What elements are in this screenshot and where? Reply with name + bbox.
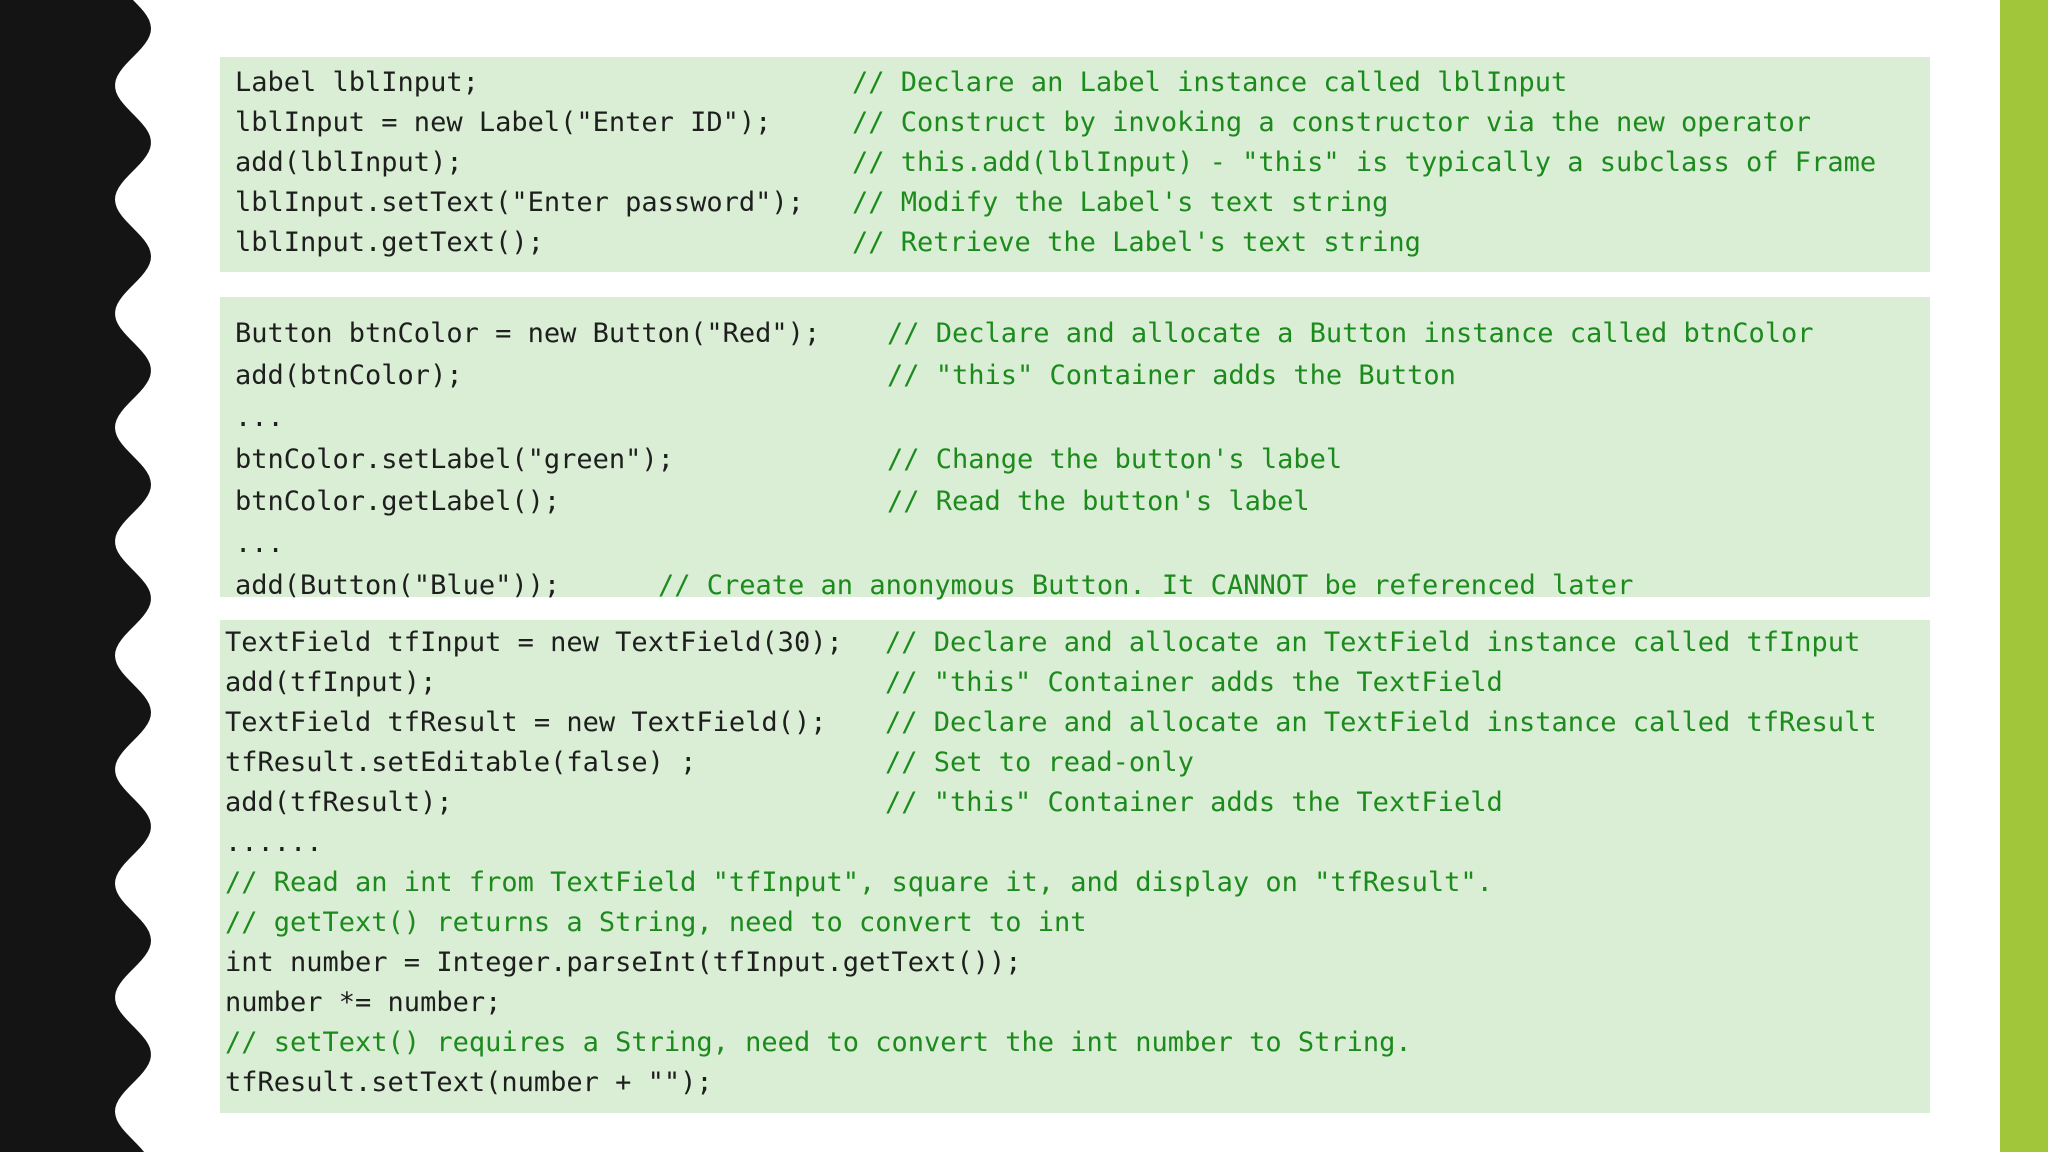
code-text: add(tfResult); [225,787,453,818]
code-text: tfResult.setText(number + ""); [225,1067,713,1098]
decorative-wavy-band [0,0,151,1152]
code-line: ... [235,524,300,564]
code-comment: // Declare and allocate a Button instanc… [887,318,1814,349]
code-block-label: Label lblInput; // Declare an Label inst… [220,57,1930,272]
code-line: add(lblInput); // this.add(lblInput) - "… [235,143,1876,183]
code-line: // setText() requires a String, need to … [225,1023,1412,1063]
code-line: Label lblInput; // Declare an Label inst… [235,63,1567,103]
code-line: add(tfResult); // "this" Container adds … [225,783,1503,823]
code-line: tfResult.setText(number + ""); [225,1063,713,1103]
code-text: add(btnColor); [235,360,463,391]
decorative-accent-bar [2000,0,2048,1152]
code-text: lblInput.getText(); [235,227,544,258]
code-text: Button btnColor = new Button("Red"); [235,318,821,349]
code-comment: // Declare and allocate an TextField ins… [885,627,1861,658]
code-text: lblInput.setText("Enter password"); [235,187,804,218]
code-text: ... [235,528,284,559]
code-line: int number = Integer.parseInt(tfInput.ge… [225,943,1022,983]
code-text: number *= number; [225,987,502,1018]
code-comment: // getText() returns a String, need to c… [225,907,1087,938]
code-comment: // Read an int from TextField "tfInput",… [225,867,1493,898]
code-comment: // this.add(lblInput) - "this" is typica… [852,147,1877,178]
code-text: add(tfInput); [225,667,437,698]
code-text: int number = Integer.parseInt(tfInput.ge… [225,947,1022,978]
code-text: tfResult.setEditable(false) ; [225,747,697,778]
code-block-textfield: TextField tfInput = new TextField(30); /… [220,620,1930,1113]
code-text: lblInput = new Label("Enter ID"); [235,107,772,138]
code-line: number *= number; [225,983,501,1023]
code-line: btnColor.getLabel(); // Read the button'… [235,482,1310,522]
code-line: add(tfInput); // "this" Container adds t… [225,663,1503,703]
code-line: TextField tfInput = new TextField(30); /… [225,623,1860,663]
code-line: // getText() returns a String, need to c… [225,903,1087,943]
code-line: add(Button("Blue")); // Create an anonym… [235,566,1633,606]
code-line: lblInput = new Label("Enter ID"); // Con… [235,103,1811,143]
code-comment: // "this" Container adds the TextField [885,667,1503,698]
code-comment: // Construct by invoking a constructor v… [852,107,1812,138]
code-line: tfResult.setEditable(false) ; // Set to … [225,743,1194,783]
code-comment: // Create an anonymous Button. It CANNOT… [658,570,1634,601]
code-comment: // "this" Container adds the TextField [885,787,1503,818]
code-text: add(lblInput); [235,147,463,178]
code-line: btnColor.setLabel("green"); // Change th… [235,440,1342,480]
code-text: TextField tfInput = new TextField(30); [225,627,843,658]
code-text: add(Button("Blue")); [235,570,561,601]
code-comment: // "this" Container adds the Button [887,360,1456,391]
code-line: ...... [225,823,323,863]
code-comment: // Modify the Label's text string [852,187,1389,218]
code-comment: // Change the button's label [887,444,1343,475]
code-line: add(btnColor); // "this" Container adds … [235,356,1456,396]
code-line: // Read an int from TextField "tfInput",… [225,863,1493,903]
code-line: Button btnColor = new Button("Red"); // … [235,314,1814,354]
code-text: btnColor.getLabel(); [235,486,561,517]
code-line: ... [235,398,300,438]
code-comment: // Read the button's label [887,486,1310,517]
code-line: TextField tfResult = new TextField(); //… [225,703,1877,743]
code-comment: // Set to read-only [885,747,1194,778]
code-line: lblInput.getText(); // Retrieve the Labe… [235,223,1421,263]
code-text: ...... [225,827,323,858]
code-text: TextField tfResult = new TextField(); [225,707,827,738]
code-block-button: Button btnColor = new Button("Red"); // … [220,297,1930,601]
code-text: Label lblInput; [235,67,479,98]
code-comment: // Retrieve the Label's text string [852,227,1421,258]
code-comment: // Declare an Label instance called lblI… [852,67,1568,98]
code-comment: // setText() requires a String, need to … [225,1027,1412,1058]
code-text: ... [235,402,284,433]
code-text: btnColor.setLabel("green"); [235,444,674,475]
code-line: lblInput.setText("Enter password"); // M… [235,183,1388,223]
code-comment: // Declare and allocate an TextField ins… [885,707,1877,738]
